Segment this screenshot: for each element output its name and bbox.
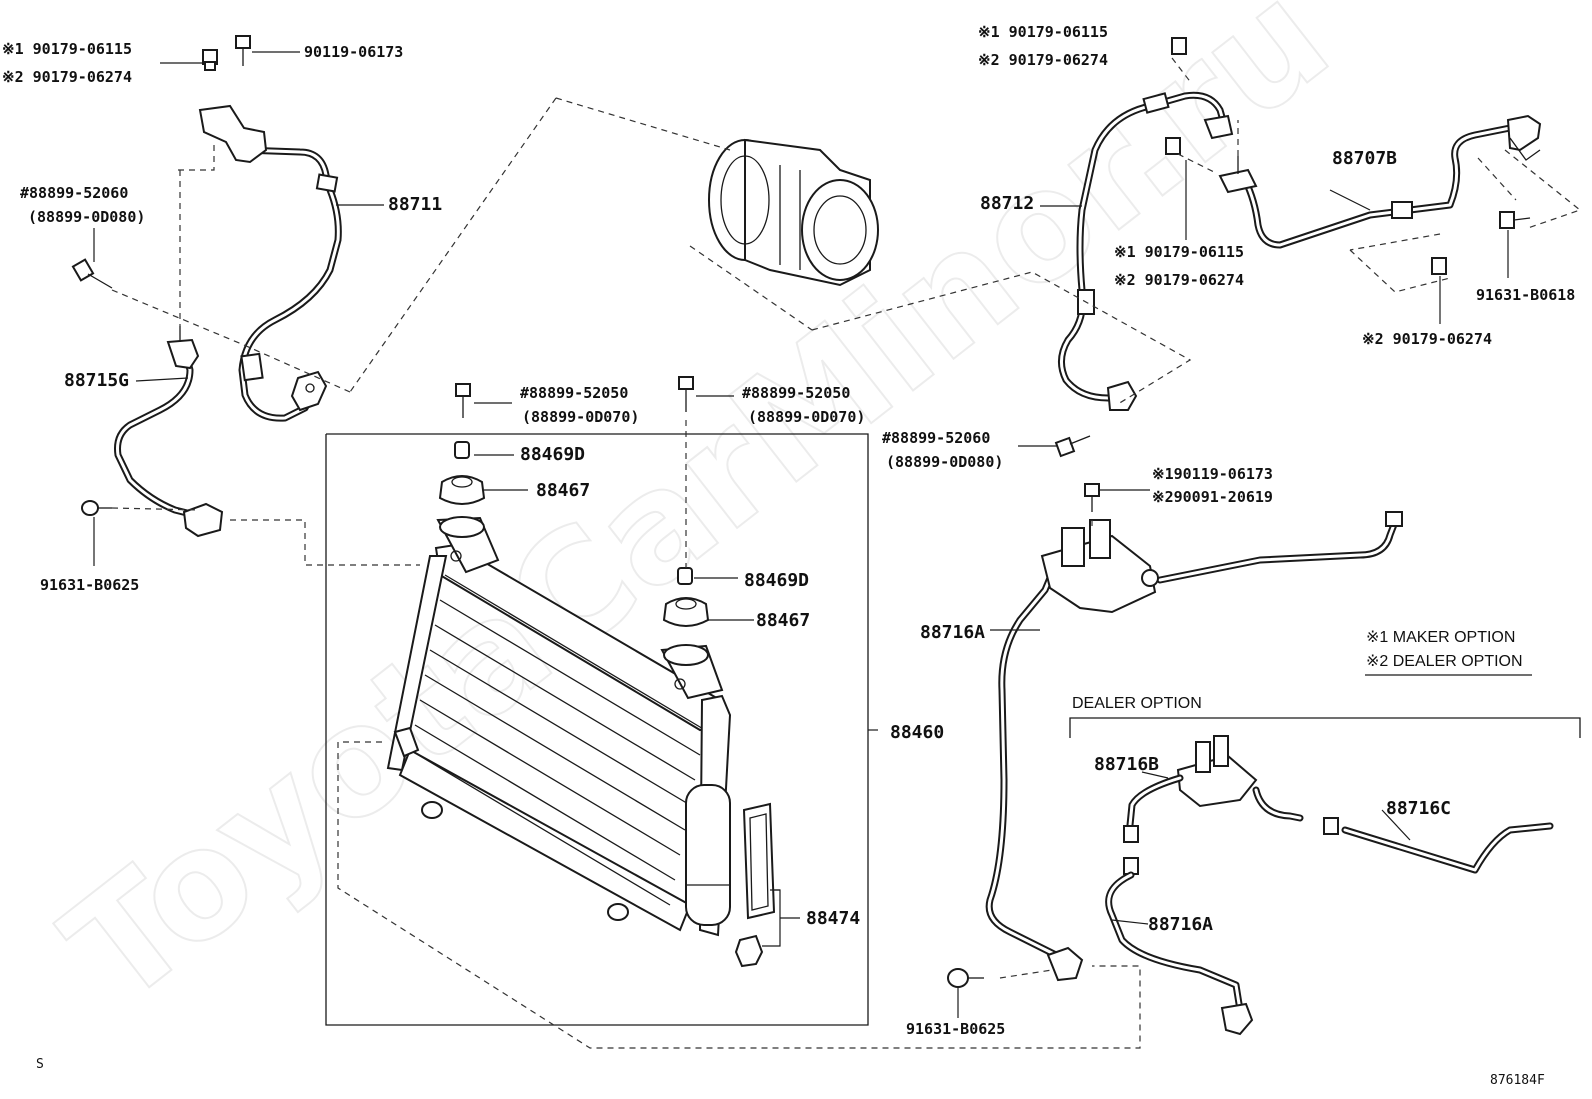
bolt-91631-left <box>81 500 112 516</box>
bolt-88899-52060-right <box>1054 435 1091 458</box>
bracket-88474 <box>734 802 776 968</box>
label-88707B: 88707B <box>1332 148 1398 169</box>
label-bolt-0d080-right: (88899-0D080) <box>886 453 1004 471</box>
legend-dealer-option: ※2 DEALER OPTION <box>1366 653 1523 670</box>
label-nut-dealer: ※2 90179-06274 <box>2 68 132 86</box>
label-bolt-0d070-a: (88899-0D070) <box>522 408 640 426</box>
cushion-88467-lower <box>662 597 710 627</box>
label-s-marker: S <box>36 1057 44 1072</box>
label-88460: 88460 <box>890 722 945 743</box>
legend-maker-option: ※1 MAKER OPTION <box>1366 629 1516 646</box>
label-88716C: 88716C <box>1386 798 1452 819</box>
label-88469D-lower: 88469D <box>744 570 810 591</box>
bolt-88899-52060-left <box>71 258 113 289</box>
label-diagram-id: 876184F <box>1490 1073 1545 1088</box>
bolt-90119 <box>235 35 251 66</box>
label-bolt-52050-b: #88899-52050 <box>742 384 851 402</box>
label-88716A-dealer: 88716A <box>1148 914 1214 935</box>
guide-lines <box>111 57 1582 1049</box>
label-bolt-90091-right: ※290091-20619 <box>1152 488 1273 506</box>
label-88469D-upper: 88469D <box>520 444 586 465</box>
label-bolt-90119-right: ※190119-06173 <box>1152 465 1273 483</box>
pipe-88715G <box>114 326 224 538</box>
condenser <box>386 516 732 937</box>
bolts-88899-52050 <box>455 376 694 418</box>
label-88715G: 88715G <box>64 370 130 391</box>
label-bolt-52050-a: #88899-52050 <box>520 384 629 402</box>
cushion-88469D-upper <box>454 441 470 459</box>
label-88474: 88474 <box>806 908 861 929</box>
cushion-88467-upper <box>438 475 486 505</box>
label-nut-maker: ※1 90179-06115 <box>2 40 132 58</box>
label-88716A-main: 88716A <box>920 622 986 643</box>
label-88712: 88712 <box>980 193 1035 214</box>
label-nut-dealer-right: ※2 90179-06274 <box>978 51 1108 69</box>
hose-88712 <box>1058 91 1234 411</box>
label-bolt-52060-right: #88899-52060 <box>882 429 991 447</box>
label-bolt-52060-left: #88899-52060 <box>20 184 129 202</box>
condenser-box-88460 <box>325 433 878 1026</box>
label-bolt-90119: 90119-06173 <box>304 43 404 61</box>
label-nut-dealer-mid: ※2 90179-06274 <box>1114 271 1244 289</box>
label-dealer-option-group: DEALER OPTION <box>1072 695 1202 712</box>
label-bolt-91631-left: 91631-B0625 <box>40 576 140 594</box>
label-88467-lower: 88467 <box>756 610 811 631</box>
label-88716B: 88716B <box>1094 754 1160 775</box>
pipe-88707B <box>1218 114 1542 249</box>
bolt-90119-right <box>1084 483 1100 512</box>
label-bolt-91631-right: 91631-B0625 <box>906 1020 1006 1038</box>
compressor <box>708 138 879 287</box>
label-88711: 88711 <box>388 194 443 215</box>
label-88467-upper: 88467 <box>536 480 591 501</box>
liquid-line-88716A <box>985 511 1403 982</box>
label-bolt-91631-B0618: 91631-B0618 <box>1476 286 1576 304</box>
label-nut-dealer-low: ※2 90179-06274 <box>1362 330 1492 348</box>
label-bolt-0d070-b: (88899-0D070) <box>748 408 866 426</box>
nut-90179 <box>202 49 218 71</box>
leader-lines <box>93 51 1509 1018</box>
bolt-91631-B0625-right <box>947 968 984 988</box>
bolt-91631-B0618 <box>1499 211 1531 229</box>
label-nut-maker-mid: ※1 90179-06115 <box>1114 243 1244 261</box>
hose-88711 <box>198 104 342 422</box>
cushion-88469D-lower <box>677 567 693 585</box>
dealer-option-parts <box>1105 735 1554 1036</box>
label-bolt-0d080-left: (88899-0D080) <box>28 208 146 226</box>
dealer-option-bracket <box>1069 674 1581 738</box>
nuts-right <box>1165 37 1447 275</box>
label-nut-maker-right: ※1 90179-06115 <box>978 23 1108 41</box>
